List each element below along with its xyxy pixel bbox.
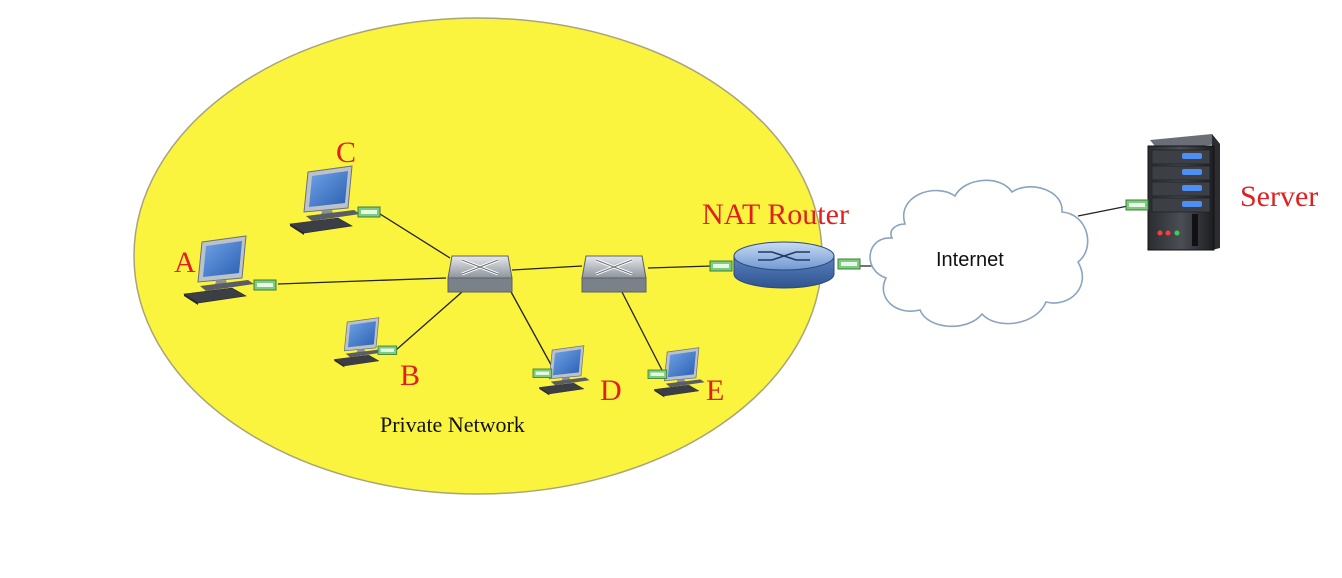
host-a-label: A [174,246,196,279]
host-a-port-icon [253,279,277,291]
switch-2-icon[interactable] [581,255,647,293]
internet-cloud-icon[interactable] [869,179,1089,328]
host-b-port-icon [377,345,398,355]
switch-1-icon[interactable] [447,255,513,293]
link-switch2-e [621,291,665,375]
host-b-label: B [400,359,421,392]
host-c-port-icon [357,206,381,218]
link-b-switch1 [395,291,463,351]
router-port-right-icon [837,258,861,270]
internet-label: Internet [936,249,1004,271]
link-d-switch1 [509,289,556,373]
host-e-label: E [706,374,725,407]
nat-router-label: NAT Router [702,198,849,231]
host-d-port-icon [532,368,553,378]
link-a-switch1 [277,277,447,285]
host-d-label: D [600,374,622,407]
server-port-icon [1125,199,1149,211]
link-switch1-switch2 [511,265,583,271]
server-label: Server [1240,180,1319,213]
host-e-port-icon [647,369,668,379]
link-internet-server [1077,205,1129,217]
link-c-switch1 [379,213,451,259]
link-switch2-router [647,265,713,269]
private-network-label: Private Network [380,412,525,437]
router-port-left-icon [709,260,733,272]
network-links [277,205,1129,375]
nat-router-icon[interactable] [733,241,835,289]
host-c-label: C [336,136,357,169]
server-tower-icon[interactable] [1147,134,1220,251]
